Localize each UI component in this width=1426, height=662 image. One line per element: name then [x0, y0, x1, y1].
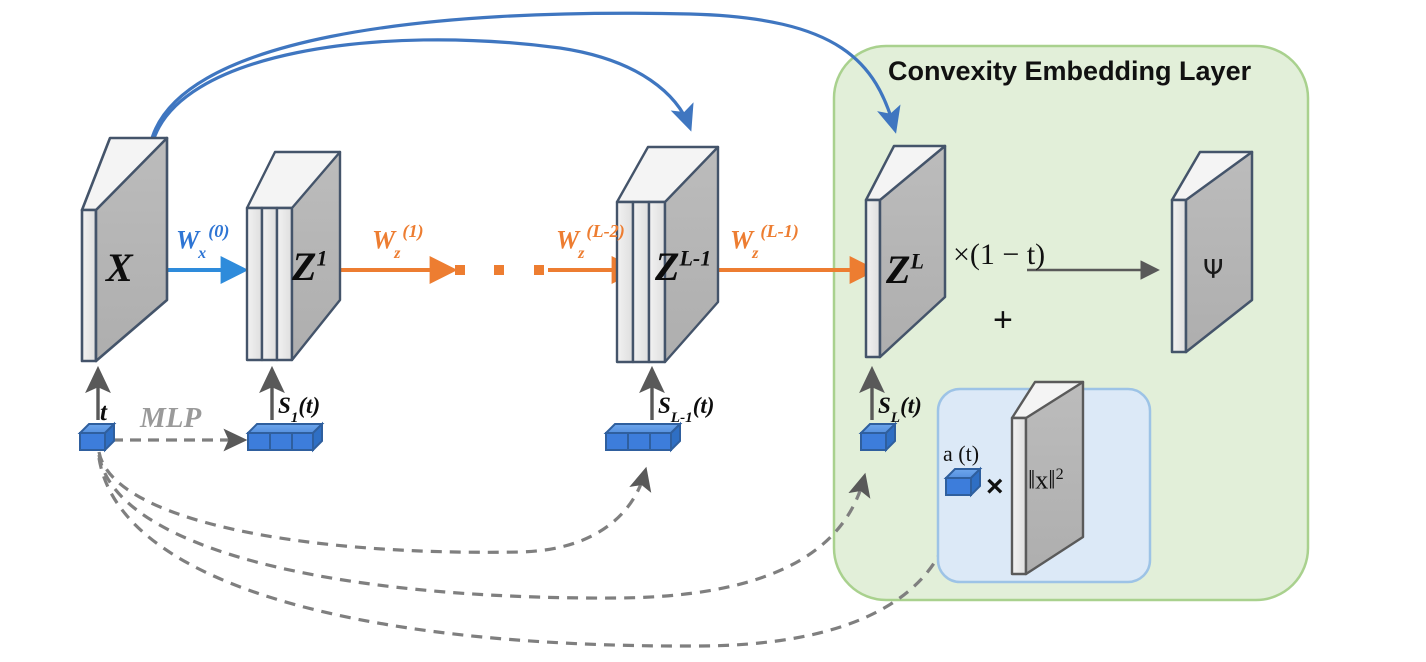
cube-sl	[858, 421, 898, 453]
slab-zlm1	[615, 145, 720, 364]
curve-t-to-alpha	[97, 457, 960, 648]
slab-label-psi: Ψ	[1203, 255, 1224, 285]
slab-label-x: X	[106, 245, 133, 290]
mlp-label: MLP	[140, 402, 202, 434]
slab-z1	[245, 150, 342, 362]
weight-label-wzlm1: Wz(L-1)	[730, 221, 799, 262]
convexity-scale-expression: ×(1 − t)	[953, 238, 1046, 271]
weight-label-wz1: Wz(1)	[372, 221, 424, 262]
alpha-of-t-label: a (t)	[943, 441, 980, 466]
slab-label-norm-x-squared: ‖x‖2	[1028, 465, 1064, 495]
cube-alpha	[943, 466, 983, 498]
slab-zl	[864, 144, 947, 359]
scale-label-s1: S1(t)	[278, 393, 321, 426]
curve-t-to-slm1	[97, 451, 652, 554]
time-token-label: t	[100, 399, 107, 426]
slab-norm-x-squared	[1010, 380, 1085, 576]
time-conditioning-curves	[97, 451, 960, 648]
slab-x	[80, 136, 169, 363]
alpha-times-sign: ×	[986, 470, 1004, 503]
slab-psi	[1170, 150, 1254, 354]
convexity-plus-sign: +	[993, 301, 1013, 339]
weight-label-wx0: Wx(0)	[176, 221, 230, 262]
weight-label-wzlm2: Wz(L-2)	[556, 221, 625, 262]
scale-label-sl: SL(t)	[878, 393, 922, 426]
slab-label-zl: ZL	[886, 247, 924, 292]
cube-strip-s1	[245, 421, 325, 453]
ellipsis-dots	[455, 265, 544, 275]
slab-label-z1: Z1	[292, 244, 328, 289]
group-box-title: Convexity Embedding Layer	[888, 56, 1252, 86]
skip-connection-arcs	[148, 11, 901, 147]
scale-injection-arrows	[85, 365, 885, 420]
curve-t-to-sl	[97, 454, 871, 600]
scale-label-slm1: SL-1(t)	[658, 393, 715, 426]
cube-t	[77, 421, 117, 453]
cube-strip-slm1	[603, 421, 683, 453]
slab-label-zlm1: ZL-1	[655, 244, 712, 289]
